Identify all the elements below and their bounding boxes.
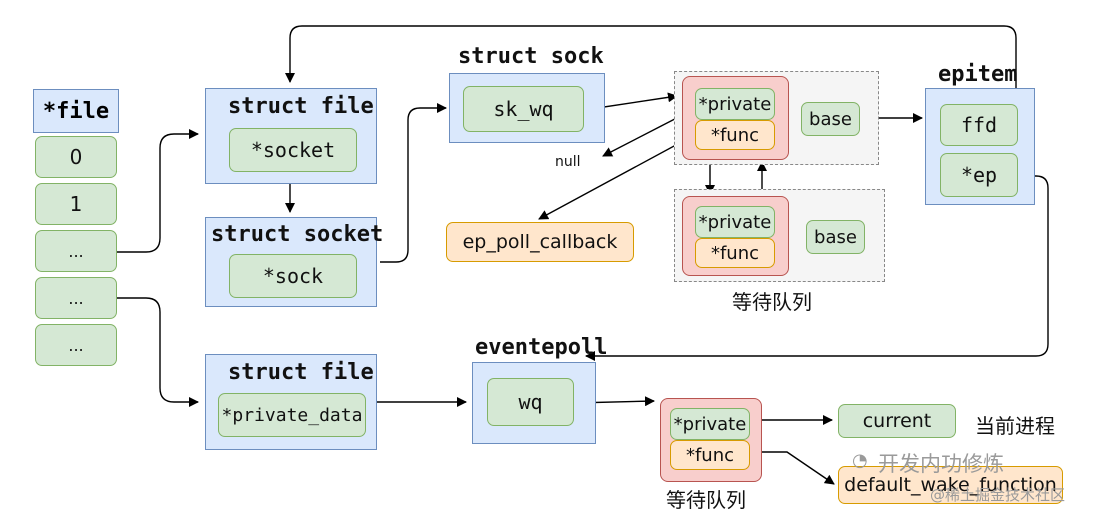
watermark-account: 开发内功修炼 — [878, 452, 1004, 476]
ffd-field-label: ffd — [960, 113, 998, 137]
file-slot-label: ... — [68, 241, 84, 261]
default-wake-function: default_wake_function — [838, 466, 1063, 504]
wq-field: wq — [487, 378, 574, 426]
arrow-slot-to-struct-file-private — [117, 297, 199, 407]
wq-bottom-func-label: *func — [685, 444, 735, 466]
watermark-logo-icon: ◔ — [852, 450, 868, 471]
struct-file-private-title: struct file — [228, 360, 374, 385]
wq-entry-2-private-label: *private — [698, 211, 772, 233]
current-task: current — [838, 404, 956, 438]
wq-entry-1-base-label: base — [809, 108, 852, 130]
file-slot-label: 0 — [69, 145, 83, 169]
file-slot: ... — [35, 230, 117, 272]
current-task-label: current — [862, 410, 932, 432]
wq-entry-2-base: base — [806, 220, 865, 254]
wq-bottom-private: *private — [670, 408, 750, 440]
socket-field: *socket — [229, 128, 357, 172]
wq-field-label: wq — [518, 390, 543, 414]
epitem-title: epitem — [938, 62, 1018, 87]
sock-field-label: *sock — [262, 264, 324, 288]
wq-entry-2-func-label: *func — [710, 242, 760, 264]
arrow-ffd-to-struct-file — [285, 25, 1017, 128]
arrow-socket-to-sock — [380, 103, 447, 263]
ep-poll-callback: ep_poll_callback — [446, 222, 634, 262]
ep-field: *ep — [940, 153, 1018, 197]
file-slot-label: ... — [68, 335, 84, 355]
ep-poll-callback-label: ep_poll_callback — [462, 231, 618, 253]
file-slot: ... — [35, 324, 117, 366]
wq-entry-1-func: *func — [695, 120, 775, 150]
skwq-field: sk_wq — [463, 86, 584, 132]
file-slot: 1 — [35, 183, 117, 225]
arrow-ep-to-eventpoll — [585, 175, 1049, 361]
arrow-slot-to-struct-file — [117, 129, 199, 253]
file-table-header: *file — [33, 89, 119, 133]
arrow-func-to-callback — [538, 131, 701, 220]
file-slot-label: 1 — [69, 192, 83, 216]
wq-entry-1-func-label: *func — [710, 124, 760, 146]
default-wake-function-label: default_wake_function — [844, 474, 1057, 496]
watermark-site: @稀土掘金技术社区 — [930, 486, 1066, 504]
sock-field: *sock — [229, 254, 357, 298]
struct-file-socket-title: struct file — [228, 94, 374, 119]
wq-entry-1-private: *private — [695, 88, 775, 120]
file-slot: 0 — [35, 136, 117, 178]
wq-entry-1-private-label: *private — [698, 93, 772, 115]
wq-bottom-private-label: *private — [673, 413, 747, 435]
wq-bottom-func: *func — [670, 440, 750, 470]
null-label: null — [555, 154, 581, 170]
private-data-field-label: *private_data — [221, 404, 363, 426]
struct-sock-title: struct sock — [458, 44, 604, 69]
ep-field-label: *ep — [960, 163, 998, 187]
ffd-field: ffd — [940, 104, 1018, 146]
file-slot: ... — [35, 277, 117, 319]
wq-entry-1-base: base — [801, 102, 860, 136]
file-slot-label: ... — [68, 288, 84, 308]
current-caption: 当前进程 — [975, 414, 1055, 438]
skwq-field-label: sk_wq — [493, 97, 554, 121]
struct-socket-title: struct socket — [211, 222, 384, 247]
wq-entry-2-private: *private — [695, 206, 775, 238]
wq-entry-2-func: *func — [695, 238, 775, 268]
socket-field-label: *socket — [250, 138, 336, 162]
file-table-title: *file — [42, 98, 110, 124]
wq-entry-2-base-label: base — [814, 226, 857, 248]
wait-queue-top-caption: 等待队列 — [732, 290, 812, 314]
private-data-field: *private_data — [218, 393, 366, 437]
eventpoll-title: eventepoll — [475, 335, 608, 360]
wait-queue-bottom-caption: 等待队列 — [666, 488, 746, 512]
